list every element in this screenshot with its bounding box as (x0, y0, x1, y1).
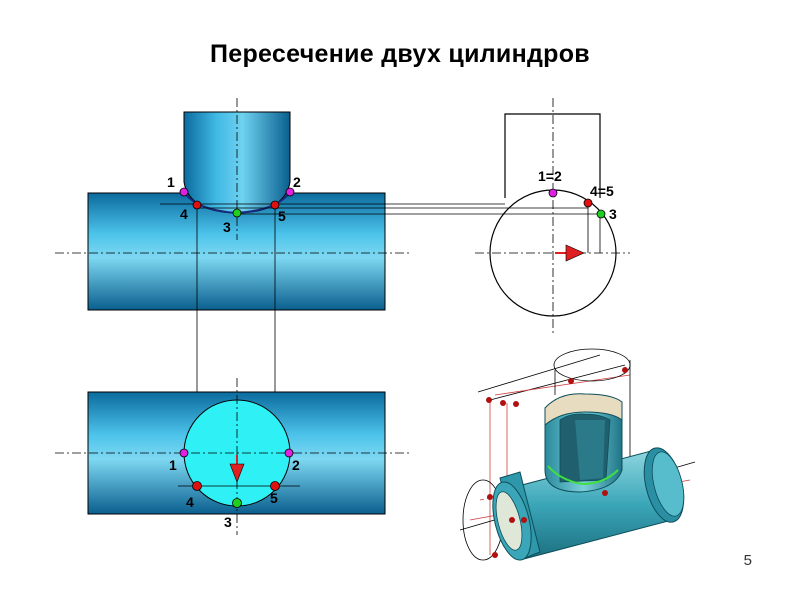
label-2-top: 2 (292, 457, 300, 473)
label-45-side: 4=5 (590, 183, 614, 199)
view-arrow-top (229, 455, 245, 483)
model-top-ellipse (553, 348, 631, 382)
point-2-top (284, 448, 294, 458)
page-title: Пересечение двух цилиндров (210, 40, 590, 68)
label-12-side: 1=2 (538, 168, 562, 184)
label-4-front: 4 (180, 206, 188, 222)
point-4-top (192, 481, 202, 491)
page-number: 5 (743, 552, 752, 569)
side-view: 1=2 4=5 3 (475, 98, 630, 335)
label-5-top: 5 (270, 490, 278, 506)
point-5-top (270, 481, 280, 491)
label-1-front: 1 (167, 174, 175, 190)
tee-pipe-3d-model-icon (459, 348, 696, 561)
point-2-front (285, 187, 295, 197)
point-3-top (232, 498, 242, 508)
label-3-top: 3 (224, 514, 232, 530)
label-3-front: 3 (223, 219, 231, 235)
top-view: 1 2 4 5 3 (55, 378, 410, 535)
label-3-side: 3 (609, 206, 617, 222)
point-4-front (192, 200, 202, 210)
view-arrow-side (555, 244, 585, 262)
point-12-side (548, 188, 558, 198)
front-view: 1 2 4 5 3 (55, 98, 600, 486)
point-1-top (179, 448, 189, 458)
vertical-pipe-side (504, 113, 601, 198)
label-2-front: 2 (293, 174, 301, 190)
point-5-front (270, 200, 280, 210)
label-4-top: 4 (186, 494, 194, 510)
point-3-side (596, 209, 606, 219)
point-1-front (179, 187, 189, 197)
point-3-front (232, 208, 242, 218)
label-1-top: 1 (169, 457, 177, 473)
point-45-side (583, 198, 593, 208)
label-5-front: 5 (278, 208, 286, 224)
